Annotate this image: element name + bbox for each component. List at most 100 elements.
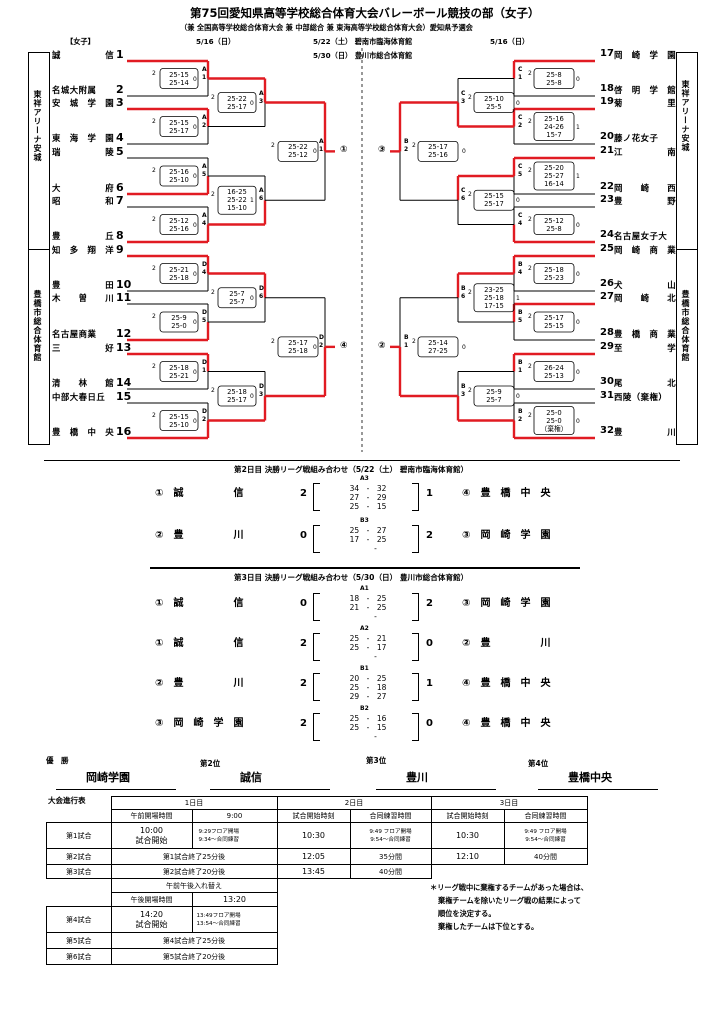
game-left-r1-6: 5 [202, 317, 207, 324]
score-box-left-r1-5 [159, 263, 199, 284]
sets-lost-left-r2-1: 0 [250, 99, 254, 107]
note-line-3: 順位を決定する。 [438, 909, 496, 918]
sched-g2-d3: 12:10 [430, 848, 505, 865]
sched-g1-d3: 10:30 [430, 822, 505, 849]
sched-day2: 2日目 [276, 796, 432, 810]
venue-right-bottom: 豊橋市総合体育館 [681, 290, 690, 362]
league_day2-court-1: A3 [360, 475, 369, 482]
divider-top [44, 460, 680, 461]
court-left-r1-2: A [202, 113, 207, 121]
score-right-r1-2: 25-16 24-26 15-7 [544, 114, 564, 139]
team-seed-right-21: 21 [600, 145, 614, 156]
score-left-r3-1: 25-22 25-12 [288, 143, 308, 160]
sets-won-left-r3-2: 2 [271, 337, 275, 345]
team-name-left-11: 木 曽 川 [52, 293, 115, 303]
venue-box-right-top [676, 52, 698, 250]
sched-pm-open: 午後開場時間 [110, 892, 193, 907]
court-left-r1-1: A [202, 65, 207, 73]
sets-lost-left-r1-6: 0 [193, 319, 197, 326]
game-right-r3-2: 1 [404, 341, 409, 349]
sets-lost-right-r1-4: 0 [576, 221, 580, 229]
score-left-r1-8: 25-15 25-10 [169, 412, 189, 429]
sets-lost-right-r1-6: 0 [576, 319, 580, 326]
game-right-r3-1: 2 [404, 146, 409, 154]
league_day3-right-team-3: ④ 豊 橋 中 央 [462, 678, 551, 689]
sets-lost-left-r1-2: 0 [193, 123, 197, 131]
score-left-r1-3: 25-16 25-10 [169, 168, 189, 184]
sets-won-right-r2-4: 2 [468, 387, 472, 394]
team-name-left-10: 豊 田 [52, 280, 115, 290]
court-right-r2-4: B [461, 383, 466, 390]
score-right-r1-6: 25-17 25-15 [544, 314, 564, 330]
score-box-left-r3-2 [277, 336, 319, 358]
sets-lost-right-r1-7: 0 [576, 368, 580, 376]
game-left-r2-2: 6 [259, 195, 264, 203]
rank-team-1: 岡崎学園 [86, 771, 130, 784]
score-box-left-r1-8 [159, 410, 199, 431]
sets-won-left-r1-7: 2 [152, 362, 156, 370]
sched-g3-time: 第2試合終了20分後 [110, 864, 278, 879]
score-box-right-r1-5 [533, 263, 575, 284]
team-name-left-9: 知 多 翔 洋 [52, 245, 115, 255]
team-seed-right-30: 30 [600, 376, 614, 387]
team-name-left-1: 誠 信 [52, 50, 115, 60]
game-left-r2-4: 3 [259, 391, 264, 398]
league_day3-bracket-left-1 [313, 593, 320, 621]
score-right-r2-1: 25-10 25-5 [484, 94, 504, 111]
court-right-r3-2: B [404, 333, 409, 341]
sched-day1: 1日目 [110, 796, 278, 810]
page-title: 第75回愛知県高等学校総合体育大会バレーボール競技の部（女子） [190, 6, 540, 20]
team-name-right-22: 岡 崎 西 [614, 183, 677, 193]
rank-team-3: 豊川 [406, 771, 428, 784]
sched-g6: 第6試合 [46, 948, 112, 965]
score-box-right-r2-3 [473, 283, 515, 313]
sched-g5: 第5試合 [46, 932, 112, 949]
score-box-right-r1-6 [533, 311, 575, 333]
team-name-right-26: 犬 山 [614, 280, 677, 290]
score-right-r1-1: 25-8 25-8 [546, 70, 562, 87]
final-mark-left-2: ④ [340, 340, 348, 351]
score-left-r1-7: 25-18 25-21 [169, 363, 189, 380]
league_day3-bracket-right-4 [412, 713, 419, 741]
league_day3-right-team-2: ② 豊 川 [462, 638, 551, 649]
court-right-r1-4: C [518, 211, 523, 219]
league-day2-title: 第2日目 決勝リーグ戦組み合わせ（5/22（土） 碧南市臨海体育館） [234, 465, 469, 474]
score-box-right-r1-4 [533, 214, 575, 235]
court-right-r3-1: B [404, 138, 409, 146]
rank-underline-2 [210, 789, 330, 790]
venue-box-left-top [28, 52, 50, 250]
rank-team-4: 豊橋中央 [568, 771, 612, 784]
team-seed-right-26: 26 [600, 278, 614, 289]
score-left-r2-4: 25-18 25-17 [227, 388, 247, 404]
sched-start-d2: 試合開始時刻 [276, 809, 351, 823]
team-seed-left-16: 16 [116, 425, 132, 438]
team-name-right-17: 岡 崎 学 園 [614, 50, 677, 60]
court-left-r1-8: D [202, 407, 207, 415]
rank-label-2: 第2位 [200, 759, 221, 768]
sets-won-right-r1-8: 2 [528, 411, 532, 419]
league_day3-right-sets-2: 0 [426, 638, 433, 649]
team-seed-right-31: 31 [600, 390, 614, 401]
court-left-r1-4: A [202, 211, 207, 219]
sets-won-left-r2-1: 2 [211, 93, 215, 101]
sets-lost-left-r3-2: 0 [313, 343, 317, 351]
team-seed-left-13: 13 [116, 341, 132, 354]
score-right-r1-8: 25-0 25-0 （棄権） [540, 408, 568, 433]
team-seed-left-2: 2 [116, 83, 124, 96]
sched-g1-d3-note: 9:49 フロア開場 9:54～合同練習 [503, 822, 588, 849]
court-left-r3-2: D [319, 333, 324, 341]
sched-g4-time: 14:20 試合開始 [110, 906, 193, 933]
sets-lost-left-r1-5: 0 [193, 270, 197, 278]
date-center-day3: 5/30（日） 豊川市総合体育館 [313, 51, 413, 60]
league_day3-court-3: B1 [360, 665, 369, 672]
sched-g3: 第3試合 [46, 864, 112, 879]
sets-won-left-r1-2: 2 [152, 117, 156, 125]
venue-box-left-bottom [28, 248, 50, 445]
sched-g3-d2: 13:45 [276, 864, 351, 879]
team-seed-left-6: 6 [116, 181, 124, 194]
game-left-r1-7: 1 [202, 366, 207, 374]
sets-lost-right-r1-8: 0 [576, 417, 580, 425]
score-left-r2-1: 25-22 25-17 [227, 94, 247, 111]
league_day2-court-2: B3 [360, 517, 369, 524]
game-left-r1-8: 2 [202, 415, 207, 423]
